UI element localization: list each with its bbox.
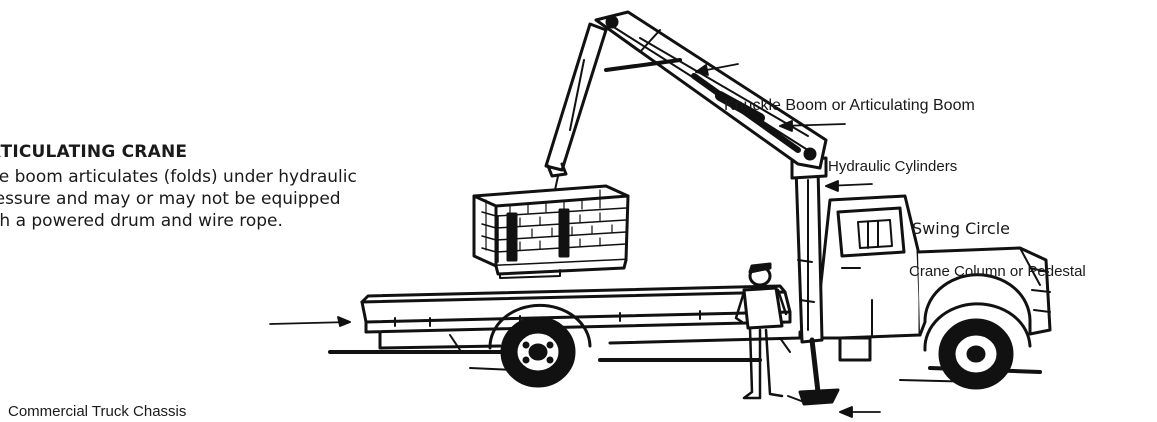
- outrigger: [788, 340, 838, 404]
- outer-boom: [546, 24, 606, 176]
- crane-column: [796, 168, 822, 342]
- label-hydraulic-cylinders: Hydraulic Cylinders: [828, 158, 957, 175]
- ground-shadow: [330, 352, 1040, 372]
- label-truck-chassis: Commercial Truck Chassis: [8, 403, 186, 420]
- arrow-chassis: [270, 322, 350, 324]
- front-wheel: [925, 304, 1030, 388]
- brick-load: [474, 186, 628, 278]
- rear-wheel: [490, 305, 590, 386]
- label-knuckle-boom: Knuckle Boom or Articulating Boom: [724, 97, 975, 115]
- label-crane-column: Crane Column or Pedestal: [909, 263, 1086, 280]
- flatbed-deck: [362, 286, 790, 332]
- worker-figure: [736, 264, 786, 398]
- label-swing-circle: Swing Circle: [912, 219, 1010, 238]
